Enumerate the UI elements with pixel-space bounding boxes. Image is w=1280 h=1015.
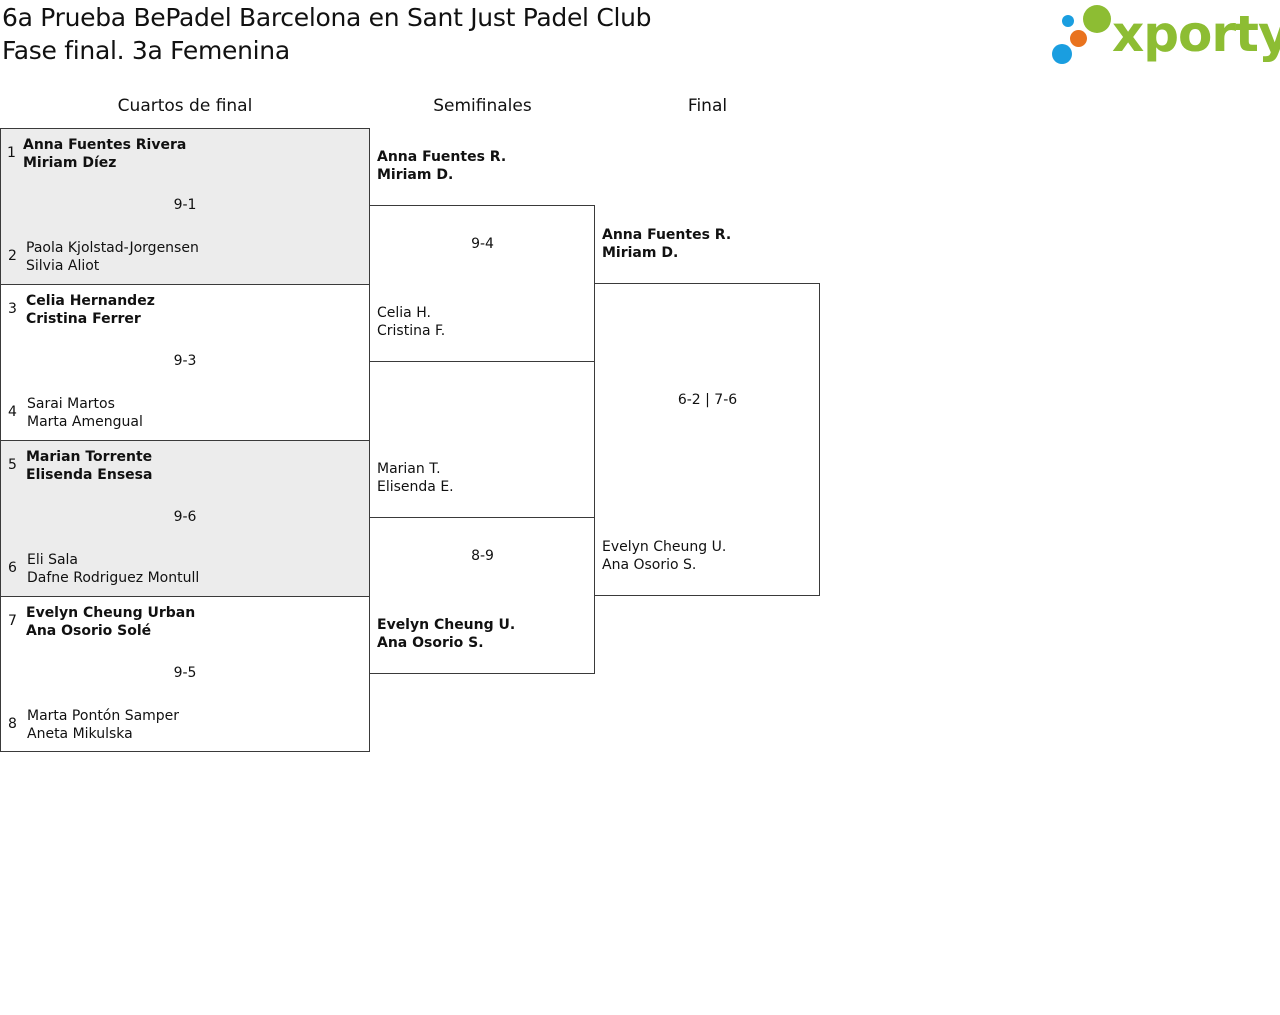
player-name: Eli Sala bbox=[27, 552, 79, 568]
player-name: Miriam D. bbox=[602, 245, 679, 261]
qf-match-1 bbox=[0, 128, 370, 285]
team-entry[interactable]: Anna Fuentes R. Miriam D. bbox=[602, 226, 731, 262]
xporty-logo[interactable]: xporty bbox=[1050, 4, 1280, 66]
player-name: Silvia Aliot bbox=[26, 258, 100, 274]
team-entry[interactable]: Evelyn Cheung Urban Ana Osorio Solé bbox=[26, 604, 195, 640]
team-entry[interactable]: Celia H. Cristina F. bbox=[377, 304, 445, 340]
player-name: Anna Fuentes R. bbox=[602, 227, 732, 243]
seed-number: 1 bbox=[7, 145, 16, 161]
player-name: Cristina Ferrer bbox=[26, 311, 141, 327]
player-name: Paola Kjolstad-Jorgensen bbox=[26, 240, 199, 256]
match-score: 9-5 bbox=[173, 665, 197, 681]
player-name: Marta Pontón Samper bbox=[27, 708, 180, 724]
team-entry[interactable]: Evelyn Cheung U. Ana Osorio S. bbox=[377, 616, 515, 652]
player-name: Marian T. bbox=[377, 461, 441, 477]
team-entry[interactable]: Anna Fuentes R. Miriam D. bbox=[377, 148, 506, 184]
team-entry[interactable]: Marian Torrente Elisenda Ensesa bbox=[26, 448, 152, 484]
player-name: Evelyn Cheung U. bbox=[602, 539, 727, 555]
match-score: 9-4 bbox=[471, 236, 494, 252]
player-name: Celia Hernandez bbox=[26, 293, 155, 309]
player-name: Marian Torrente bbox=[26, 449, 153, 465]
seed-number: 3 bbox=[8, 301, 17, 317]
player-name: Cristina F. bbox=[377, 323, 446, 339]
team-entry[interactable]: Paola Kjolstad-Jorgensen Silvia Aliot bbox=[26, 239, 199, 275]
logo-dot-green bbox=[1083, 5, 1111, 33]
team-entry[interactable]: Marta Pontón Samper Aneta Mikulska bbox=[27, 707, 179, 743]
player-name: Dafne Rodriguez Montull bbox=[27, 570, 200, 586]
team-entry[interactable]: Marian T. Elisenda E. bbox=[377, 460, 454, 496]
logo-dot-blue-small bbox=[1062, 15, 1074, 27]
player-name: Aneta Mikulska bbox=[27, 726, 133, 742]
seed-number: 8 bbox=[8, 716, 17, 732]
match-score: 6-2 | 7-6 bbox=[677, 392, 738, 408]
match-score: 9-3 bbox=[173, 353, 197, 369]
team-entry[interactable]: Eli Sala Dafne Rodriguez Montull bbox=[27, 551, 199, 587]
round-header-semifinals: Semifinales bbox=[433, 96, 532, 116]
match-score: 8-9 bbox=[471, 548, 494, 564]
player-name: Sarai Martos bbox=[27, 396, 115, 412]
seed-number: 4 bbox=[8, 404, 17, 420]
player-name: Ana Osorio Solé bbox=[26, 623, 152, 639]
seed-number: 5 bbox=[8, 457, 17, 473]
logo-wordmark: xporty bbox=[1112, 5, 1280, 63]
round-header-quarterfinals: Cuartos de final bbox=[117, 96, 253, 116]
page-title: 6a Prueba BePadel Barcelona en Sant Just… bbox=[2, 3, 652, 32]
team-entry[interactable]: Anna Fuentes Rivera Miriam Díez bbox=[23, 136, 186, 172]
player-name: Celia H. bbox=[377, 305, 431, 321]
page-subtitle: Fase final. 3a Femenina bbox=[2, 36, 290, 65]
logo-dot-orange bbox=[1070, 30, 1087, 47]
player-name: Evelyn Cheung U. bbox=[377, 617, 516, 633]
match-score: 9-6 bbox=[173, 509, 197, 525]
player-name: Anna Fuentes Rivera bbox=[23, 137, 187, 153]
player-name: Evelyn Cheung Urban bbox=[26, 605, 196, 621]
player-name: Ana Osorio S. bbox=[602, 557, 697, 573]
player-name: Miriam D. bbox=[377, 167, 454, 183]
seed-number: 6 bbox=[8, 560, 17, 576]
logo-dot-blue bbox=[1052, 44, 1072, 64]
qf-match-4 bbox=[0, 596, 370, 752]
team-entry[interactable]: Celia Hernandez Cristina Ferrer bbox=[26, 292, 155, 328]
final-match bbox=[594, 283, 820, 596]
player-name: Ana Osorio S. bbox=[377, 635, 484, 651]
qf-match-3 bbox=[0, 440, 370, 597]
round-header-final: Final bbox=[687, 96, 728, 116]
team-entry[interactable]: Sarai Martos Marta Amengual bbox=[27, 395, 143, 431]
player-name: Anna Fuentes R. bbox=[377, 149, 507, 165]
seed-number: 2 bbox=[8, 248, 17, 264]
seed-number: 7 bbox=[8, 613, 17, 629]
player-name: Elisenda Ensesa bbox=[26, 467, 153, 483]
player-name: Miriam Díez bbox=[23, 155, 117, 171]
player-name: Marta Amengual bbox=[27, 414, 143, 430]
match-score: 9-1 bbox=[173, 197, 197, 213]
player-name: Elisenda E. bbox=[377, 479, 454, 495]
team-entry[interactable]: Evelyn Cheung U. Ana Osorio S. bbox=[602, 538, 726, 574]
